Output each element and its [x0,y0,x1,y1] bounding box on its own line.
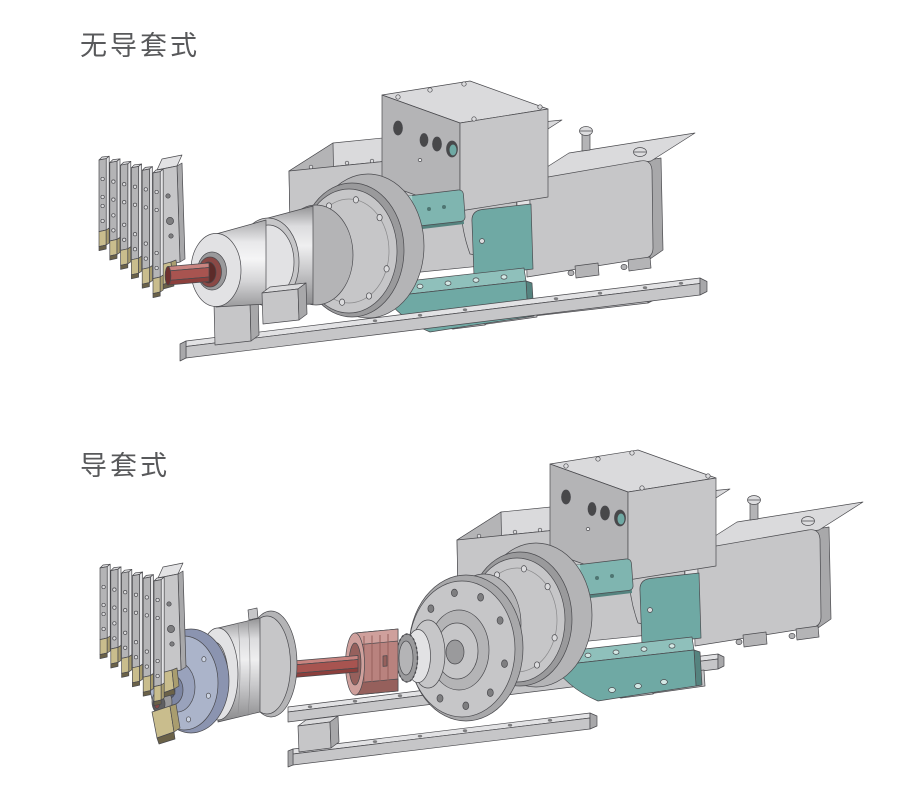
machine-no-guide-bushing [98,80,708,362]
figure-label-guide-bushing: 导套式 [80,451,170,481]
support-foot [261,282,308,325]
tool-tip-extension [151,703,181,745]
machine-guide-bushing [99,449,864,768]
figure-label-no-guide-bushing: 无导套式 [80,31,200,61]
rail-clamp-block [297,715,340,753]
spindle-nose-flange [395,574,524,722]
gear-ring [395,633,419,683]
spindle-nose [190,205,314,308]
front-rail [287,712,598,768]
workpiece-bar [164,262,210,286]
